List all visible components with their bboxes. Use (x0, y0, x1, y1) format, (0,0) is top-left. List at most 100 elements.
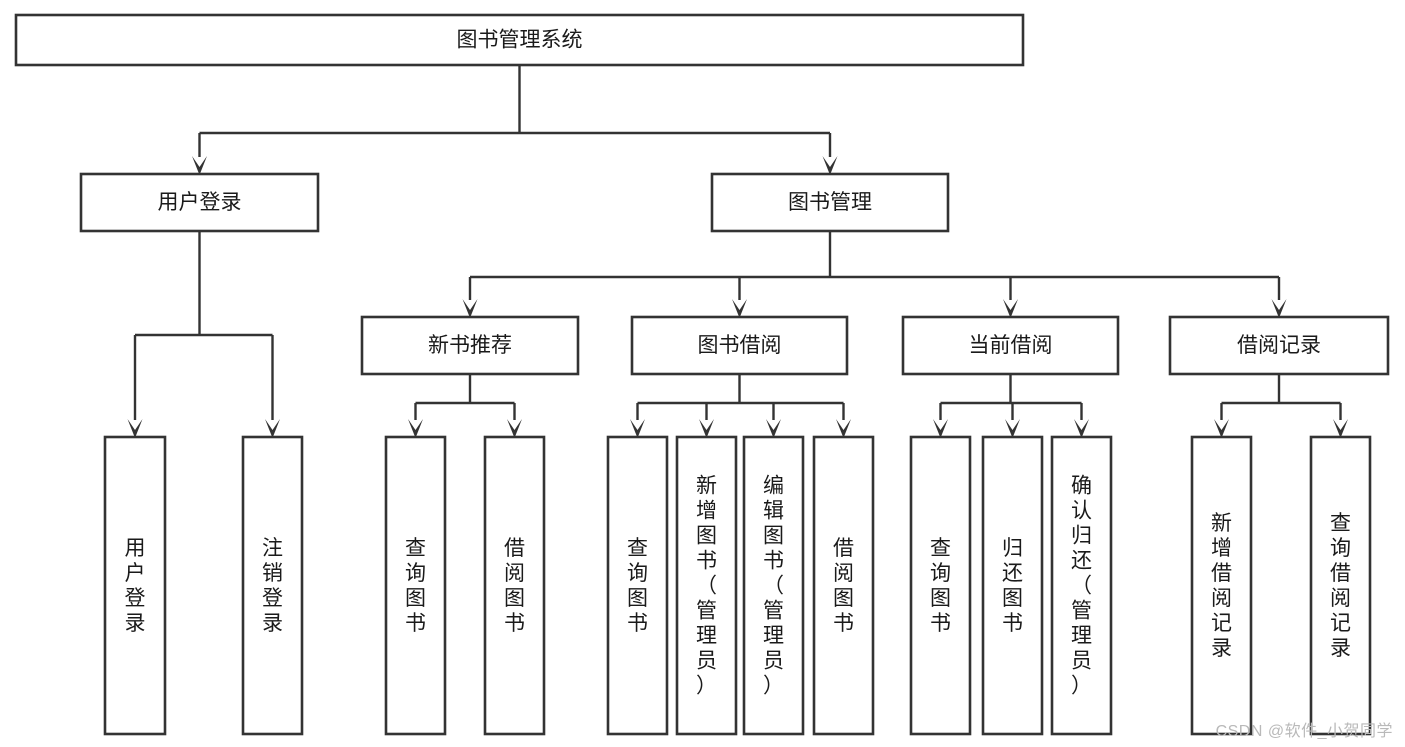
node-label-char: 认 (1071, 500, 1092, 523)
node-label-char: 记 (1211, 612, 1232, 635)
node-label-char: 书 (833, 612, 854, 635)
arrow-head-icon (836, 419, 851, 438)
node-label-char: 借 (1330, 562, 1351, 585)
node-label-char: 查 (627, 537, 648, 560)
node-label-char: 阅 (833, 562, 854, 585)
node-label-new-book-recommend: 新书推荐 (428, 334, 512, 357)
node-leaf-query-books-borrow[interactable]: 查询图书查询图书 (596, 0, 680, 736)
node-label-char: 借 (504, 537, 525, 560)
node-label-char: 询 (405, 562, 426, 585)
node-label-char: 录 (1211, 637, 1232, 660)
node-label-char: 书 (405, 612, 426, 635)
arrow-head-icon (699, 419, 714, 438)
node-label-char: 书 (1002, 612, 1023, 635)
node-root[interactable]: 图书管理系统 (14, 13, 1025, 67)
node-label-char: 书 (930, 612, 951, 635)
arrow-head-icon (766, 419, 781, 438)
node-label-char: 员 (1071, 650, 1092, 673)
node-label-char: 理 (1071, 625, 1092, 648)
arrow-head-icon (1003, 299, 1018, 318)
node-label-char: 查 (930, 537, 951, 560)
node-leaf-logout[interactable]: 注销登录注销登录 (231, 0, 315, 736)
node-box-leaf-edit-book-admin (742, 435, 805, 736)
node-label-char: 编 (763, 475, 784, 498)
node-label-char: 查 (405, 537, 426, 560)
arrow-head-icon (408, 419, 423, 438)
arrow-head-icon (265, 419, 280, 438)
node-leaf-query-books-current[interactable]: 查询图书查询图书 (899, 0, 983, 736)
node-label-char: 询 (1330, 537, 1351, 560)
node-current-borrow[interactable]: 当前借阅 (901, 315, 1120, 376)
arrow-head-icon (127, 419, 143, 438)
node-book-borrow[interactable]: 图书借阅 (630, 315, 849, 376)
node-label-char: 登 (125, 587, 146, 610)
node-label-char: 新 (1211, 512, 1232, 535)
node-label-char: 管 (696, 600, 717, 623)
node-label-char: 登 (262, 587, 283, 610)
node-box-borrow-records (1168, 315, 1390, 376)
watermark-text: CSDN @软件_小贺同学 (1215, 723, 1393, 740)
node-label-char: 阅 (1330, 587, 1351, 610)
nodes-layer: 图书管理系统用户登录图书管理新书推荐图书借阅当前借阅借阅记录用户登录用户登录注销… (14, 0, 1404, 736)
node-label-char: （ (763, 575, 784, 598)
node-label-char: 图 (833, 587, 854, 610)
node-leaf-borrow-book[interactable]: 借阅图书借阅图书 (802, 0, 886, 736)
node-borrow-records[interactable]: 借阅记录 (1168, 315, 1390, 376)
node-label-char: 查 (1330, 512, 1351, 535)
node-label-char: 书 (696, 550, 717, 573)
node-label-char: 图 (696, 525, 717, 548)
node-book-management[interactable]: 图书管理 (710, 172, 950, 233)
node-leaf-query-books-rec[interactable]: 查询图书查询图书 (374, 0, 458, 736)
node-label-char: 询 (930, 562, 951, 585)
node-label-current-borrow: 当前借阅 (969, 334, 1053, 357)
node-label-char: 图 (1002, 587, 1023, 610)
node-label-char: ） (763, 675, 784, 698)
node-label-user-login: 用户登录 (158, 191, 242, 214)
arrow-head-icon (507, 419, 522, 438)
node-label-char: 图 (627, 587, 648, 610)
node-leaf-return-book[interactable]: 归还图书归还图书 (971, 0, 1055, 736)
node-label-char: 书 (504, 612, 525, 635)
node-box-user-login (79, 172, 320, 233)
node-box-current-borrow (901, 315, 1120, 376)
node-leaf-query-borrow-record[interactable]: 查询借阅记录查询借阅记录 (1278, 0, 1404, 736)
arrow-head-icon (1005, 419, 1020, 438)
node-label-char: 新 (696, 475, 717, 498)
node-box-root (14, 13, 1025, 67)
node-label-char: （ (696, 575, 717, 598)
node-label-book-management: 图书管理 (788, 191, 872, 214)
node-label-char: 辑 (763, 500, 784, 523)
node-label-char: 销 (262, 562, 283, 585)
node-box-leaf-logout (241, 435, 304, 736)
arrow-head-icon (822, 156, 838, 175)
node-label-char: 还 (1071, 550, 1092, 573)
node-label-char: 阅 (504, 562, 525, 585)
node-label-char: 询 (627, 562, 648, 585)
node-leaf-user-login[interactable]: 用户登录用户登录 (93, 0, 177, 736)
node-box-book-borrow (630, 315, 849, 376)
node-label-char: 还 (1002, 562, 1023, 585)
node-box-leaf-borrow-books-rec (483, 435, 546, 736)
node-label-char: 增 (1211, 537, 1232, 560)
node-label-char: （ (1071, 575, 1092, 598)
node-label-char: 书 (763, 550, 784, 573)
node-label-root: 图书管理系统 (457, 29, 583, 52)
node-label-char: ） (1071, 675, 1092, 698)
node-label-char: 图 (405, 587, 426, 610)
node-label-char: 归 (1002, 537, 1023, 560)
node-label-char: 管 (1071, 600, 1092, 623)
node-label-book-borrow: 图书借阅 (698, 334, 782, 357)
node-label-char: 员 (696, 650, 717, 673)
arrow-head-icon (192, 156, 207, 175)
node-new-book-recommend[interactable]: 新书推荐 (360, 315, 580, 376)
node-box-leaf-query-books-borrow (606, 435, 669, 736)
node-leaf-borrow-books-rec[interactable]: 借阅图书借阅图书 (473, 0, 557, 736)
node-user-login[interactable]: 用户登录 (79, 172, 320, 233)
node-box-leaf-borrow-book (812, 435, 875, 736)
node-box-new-book-recommend (360, 315, 580, 376)
node-leaf-add-borrow-record[interactable]: 新增借阅记录新增借阅记录 (1159, 0, 1285, 736)
